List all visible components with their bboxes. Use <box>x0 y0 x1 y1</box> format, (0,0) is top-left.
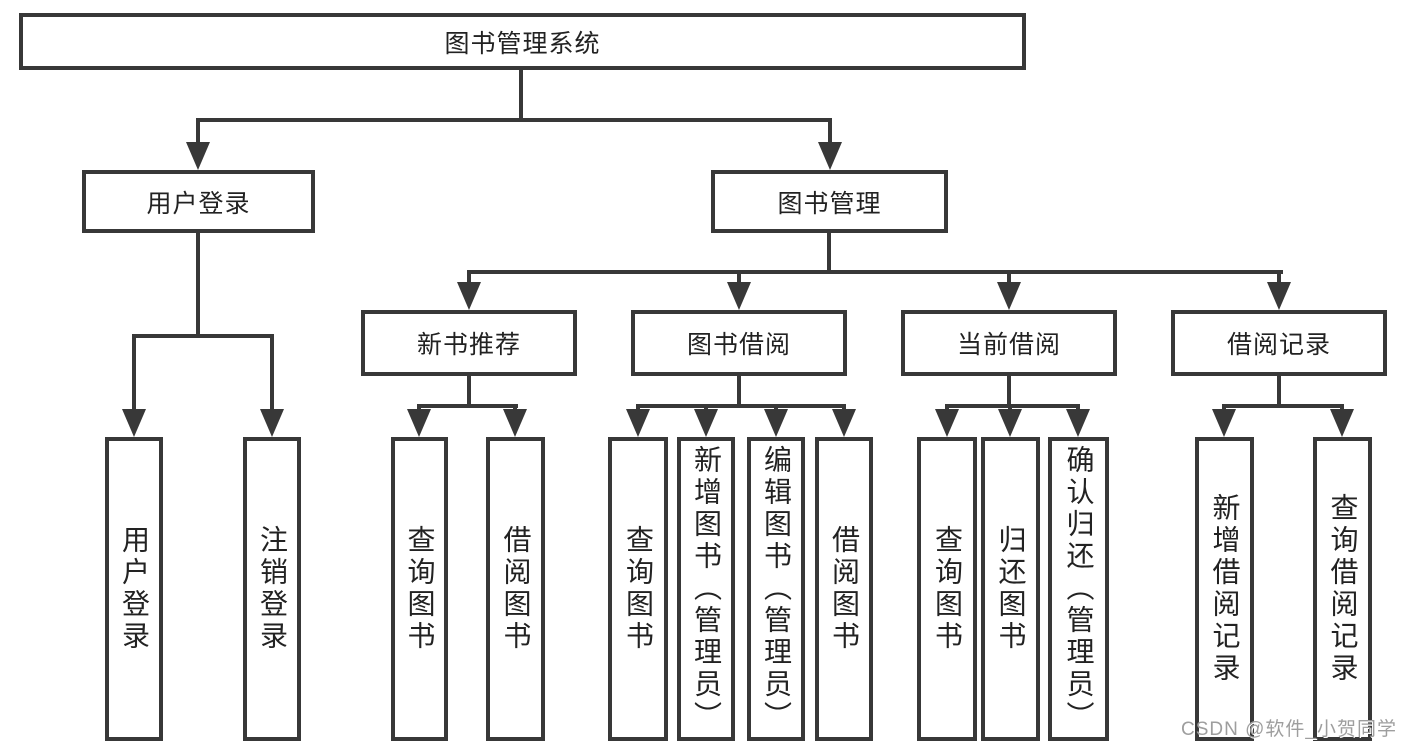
leaf-label: 编辑图书（管理员） <box>761 445 792 733</box>
leaf-label: 新增借阅记录 <box>1209 493 1241 685</box>
leaf-add-borrow-record: 新增借阅记录 <box>1195 437 1254 741</box>
arrow-down-icon <box>407 409 431 437</box>
node-book-borrowing: 图书借阅 <box>631 310 847 376</box>
connector-line <box>519 70 523 120</box>
connector-line <box>467 270 471 286</box>
node-user-login: 用户登录 <box>82 170 315 233</box>
connector-line <box>467 270 1283 274</box>
node-label: 图书管理 <box>777 189 882 218</box>
node-book-management: 图书管理 <box>711 170 948 233</box>
connector-line <box>270 334 274 412</box>
leaf-label: 借阅图书 <box>500 525 532 653</box>
connector-line <box>1277 270 1281 286</box>
arrow-down-icon <box>998 409 1022 437</box>
leaf-edit-book-admin: 编辑图书（管理员） <box>747 437 805 741</box>
arrow-down-icon <box>1267 282 1291 310</box>
node-label: 借阅记录 <box>1226 331 1331 359</box>
arrow-down-icon <box>457 282 481 310</box>
arrow-down-icon <box>832 409 856 437</box>
arrow-down-icon <box>503 409 527 437</box>
arrow-down-icon <box>260 409 284 437</box>
leaf-add-book-admin: 新增图书（管理员） <box>677 437 735 741</box>
node-root: 图书管理系统 <box>19 13 1026 70</box>
leaf-query-borrow-record: 查询借阅记录 <box>1313 437 1372 741</box>
node-label: 新书推荐 <box>416 331 521 359</box>
connector-line <box>1007 376 1011 406</box>
leaf-query-books-current: 查询图书 <box>917 437 977 741</box>
node-label: 图书借阅 <box>686 331 791 359</box>
leaf-label: 确认归还（管理员） <box>1063 445 1095 733</box>
arrow-down-icon <box>1066 409 1090 437</box>
arrow-down-icon <box>818 142 842 170</box>
leaf-label: 新增图书（管理员） <box>691 445 722 733</box>
connector-line <box>1277 376 1281 406</box>
connector-line <box>828 118 832 148</box>
connector-line <box>1007 270 1011 286</box>
leaf-label: 归还图书 <box>995 525 1027 653</box>
connector-line <box>945 404 1080 408</box>
leaf-logout-login: 注销登录 <box>243 437 301 741</box>
arrow-down-icon <box>935 409 959 437</box>
connector-line <box>467 376 471 406</box>
arrow-down-icon <box>694 409 718 437</box>
watermark: CSDN @软件_小贺同学 <box>1181 719 1397 740</box>
leaf-label: 查询图书 <box>623 525 654 653</box>
node-borrowing-records: 借阅记录 <box>1171 310 1387 376</box>
leaf-confirm-return-admin: 确认归还（管理员） <box>1048 437 1109 741</box>
connector-line <box>1222 404 1344 408</box>
connector-line <box>737 376 741 406</box>
leaf-query-books-borrowing: 查询图书 <box>608 437 668 741</box>
connector-line <box>737 270 741 286</box>
leaf-query-books-recommend: 查询图书 <box>391 437 448 741</box>
leaf-label: 用户登录 <box>119 525 150 653</box>
leaf-label: 查询图书 <box>404 525 436 653</box>
connector-line <box>196 118 832 122</box>
arrow-down-icon <box>626 409 650 437</box>
arrow-down-icon <box>186 142 210 170</box>
arrow-down-icon <box>997 282 1021 310</box>
connector-line <box>636 404 846 408</box>
leaf-label: 查询借阅记录 <box>1327 493 1359 685</box>
leaf-return-book: 归还图书 <box>981 437 1040 741</box>
node-new-book-recommend: 新书推荐 <box>361 310 577 376</box>
arrow-down-icon <box>122 409 146 437</box>
leaf-label: 借阅图书 <box>829 525 860 653</box>
leaf-label: 查询图书 <box>932 525 963 653</box>
node-current-borrowing: 当前借阅 <box>901 310 1117 376</box>
connector-line <box>417 404 518 408</box>
leaf-borrow-books-borrowing: 借阅图书 <box>815 437 873 741</box>
arrow-down-icon <box>727 282 751 310</box>
leaf-label: 注销登录 <box>257 525 288 653</box>
node-label: 用户登录 <box>146 189 251 218</box>
connector-line <box>132 334 274 338</box>
node-label: 当前借阅 <box>956 331 1061 359</box>
connector-line <box>132 334 136 412</box>
arrow-down-icon <box>764 409 788 437</box>
arrow-down-icon <box>1330 409 1354 437</box>
node-root-label: 图书管理系统 <box>444 29 601 58</box>
leaf-borrow-books-recommend: 借阅图书 <box>486 437 545 741</box>
connector-line <box>196 233 200 336</box>
leaf-user-login: 用户登录 <box>105 437 163 741</box>
connector-line <box>827 233 831 274</box>
connector-line <box>196 118 200 148</box>
arrow-down-icon <box>1212 409 1236 437</box>
